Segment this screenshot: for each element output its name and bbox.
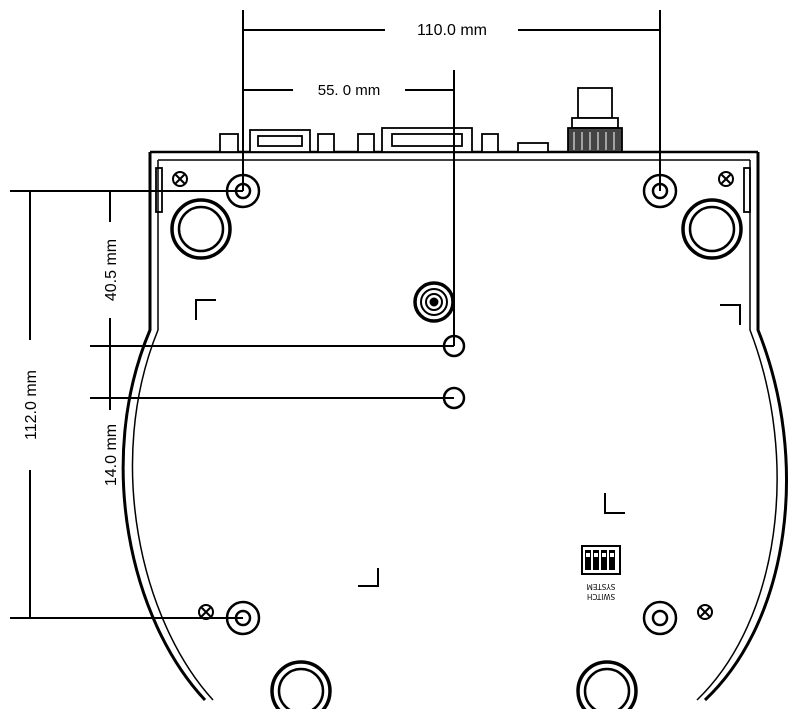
mount-hole-bottom-right	[642, 600, 678, 636]
small-screws	[172, 171, 734, 620]
corner-mark-top-right	[720, 304, 741, 325]
rubber-feet	[170, 198, 743, 709]
dimension-lines	[10, 10, 661, 619]
system-switch-label-line2: SWITCH	[587, 592, 615, 601]
screw-bottom-right	[697, 604, 713, 620]
connector-small	[517, 142, 549, 153]
corner-mark-top-left	[195, 299, 216, 320]
system-switch-label-line1: SYSTEM	[587, 582, 616, 591]
dimension-height-total: 112.0 mm	[23, 370, 40, 440]
connector-tab-2	[317, 133, 335, 153]
dimension-labels: 110.0 mm 55. 0 mm 112.0 mm 40.5 mm 14.0 …	[23, 22, 487, 486]
foot-top-left	[170, 198, 232, 260]
dimension-width-total: 110.0 mm	[417, 22, 487, 39]
dimension-width-half: 55. 0 mm	[318, 82, 381, 99]
foot-bottom-left	[270, 660, 332, 709]
dimension-height-lower: 14.0 mm	[103, 424, 120, 486]
connector-tab-4	[481, 133, 499, 153]
corner-mark-mid-left	[358, 568, 379, 587]
foot-top-right	[681, 198, 743, 260]
corner-mark-mid-right	[604, 493, 625, 514]
dimension-height-upper: 40.5 mm	[103, 239, 120, 301]
tripod-mount	[413, 281, 455, 323]
screw-top-left	[172, 171, 188, 187]
screw-top-right	[718, 171, 734, 187]
rear-connectors	[155, 87, 751, 213]
system-switch: SWITCH SYSTEM	[581, 545, 621, 601]
foot-bottom-right	[576, 660, 638, 709]
connector-tab-3	[357, 133, 375, 153]
screw-bottom-left	[198, 604, 214, 620]
connector-tab-1	[219, 133, 239, 153]
corner-marks	[195, 299, 741, 587]
bnc-connector	[567, 87, 623, 153]
